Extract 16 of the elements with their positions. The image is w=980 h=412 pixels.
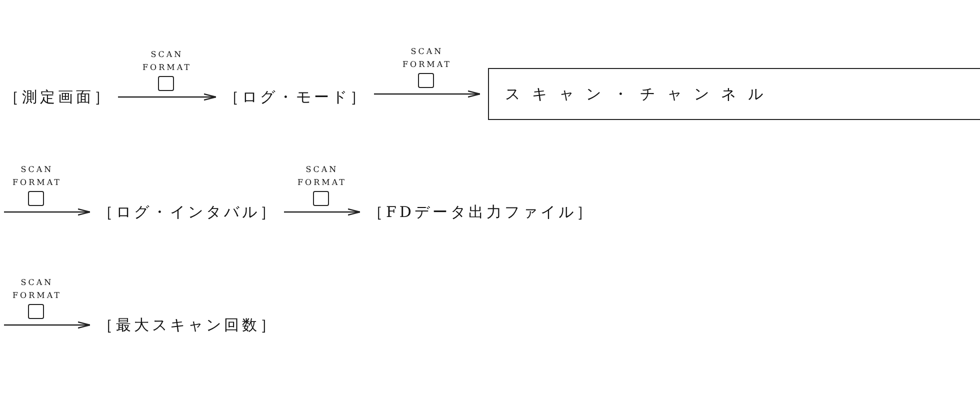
key-label: SCAN FORMAT xyxy=(402,46,452,71)
screen-name: ［測定画面］ xyxy=(4,86,112,108)
key-label: SCAN FORMAT xyxy=(12,164,62,189)
arrow xyxy=(4,321,91,329)
key-label: SCAN FORMAT xyxy=(298,164,346,189)
screen-name: ［最大スキャン回数］ xyxy=(98,314,278,336)
screen-name: ［ログ・モード］ xyxy=(224,86,368,108)
screen-box: スキャン・チャンネル xyxy=(488,68,980,120)
key-label: SCAN FORMAT xyxy=(12,277,62,302)
key-label: SCAN FORMAT xyxy=(142,49,192,74)
arrow xyxy=(284,208,361,216)
screen-name: ［FDデータ出力ファイル］ xyxy=(368,201,594,223)
arrow xyxy=(4,208,91,216)
arrow xyxy=(374,90,481,98)
screen-name: ［ログ・インタバル］ xyxy=(98,201,278,223)
arrow xyxy=(118,93,217,101)
